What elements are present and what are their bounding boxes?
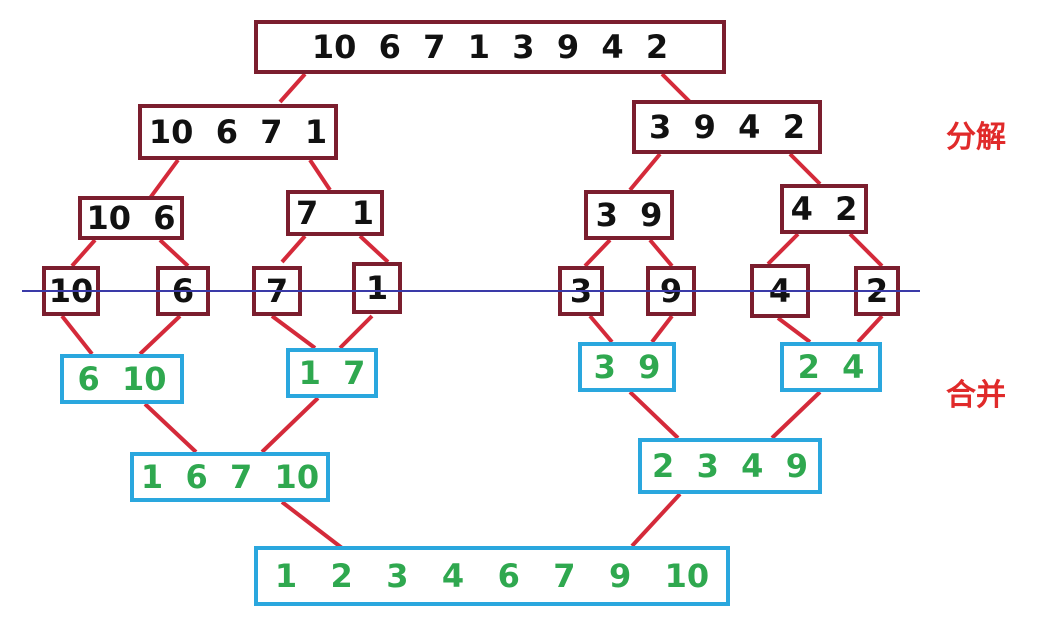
connector-line bbox=[278, 72, 307, 104]
split-box-level2-d: 4 2 bbox=[780, 184, 868, 234]
connector-line bbox=[138, 314, 182, 356]
connector-line bbox=[158, 238, 190, 268]
connector-line bbox=[856, 314, 884, 344]
connector-line bbox=[583, 238, 612, 268]
connector-line bbox=[630, 492, 682, 548]
split-box-level2-b: 7 1 bbox=[286, 190, 384, 236]
split-box-level2-c: 3 9 bbox=[584, 190, 674, 240]
connector-line bbox=[280, 500, 344, 550]
connector-line bbox=[766, 232, 800, 266]
connector-line bbox=[788, 152, 822, 186]
connector-line bbox=[650, 314, 674, 344]
connector-line bbox=[143, 402, 198, 454]
connector-line bbox=[776, 316, 812, 344]
merge-box-level1-c: 3 9 bbox=[578, 342, 676, 392]
connector-line bbox=[848, 232, 884, 268]
connector-line bbox=[358, 234, 390, 264]
connector-line bbox=[338, 314, 374, 350]
split-box-level2-a: 10 6 bbox=[78, 196, 184, 240]
merge-box-level1-a: 6 10 bbox=[60, 354, 184, 404]
split-box-level3-4: 1 bbox=[352, 262, 402, 314]
merge-box-level2-left: 1 6 7 10 bbox=[130, 452, 330, 502]
merge-box-level1-d: 2 4 bbox=[780, 342, 882, 392]
connector-line bbox=[660, 72, 692, 104]
connector-line bbox=[280, 234, 307, 264]
connector-line bbox=[60, 314, 94, 356]
split-label: 分解 bbox=[946, 120, 1006, 155]
connector-line bbox=[648, 238, 674, 268]
connector-line bbox=[260, 396, 320, 454]
connector-line bbox=[628, 390, 680, 440]
split-box-level1-left: 10 6 7 1 bbox=[138, 104, 338, 160]
connector-line bbox=[588, 314, 614, 344]
connector-line bbox=[308, 158, 332, 192]
connector-line bbox=[628, 152, 662, 192]
connector-line bbox=[148, 158, 180, 200]
merge-label: 合并 bbox=[946, 378, 1006, 413]
connector-line bbox=[70, 238, 97, 268]
split-box-level1-right: 3 9 4 2 bbox=[632, 100, 822, 154]
merge-box-level2-right: 2 3 4 9 bbox=[638, 438, 822, 494]
merge-box-level3: 1 2 3 4 6 7 9 10 bbox=[254, 546, 730, 606]
connector-line bbox=[270, 314, 317, 350]
split-box-level0: 10 6 7 1 3 9 4 2 bbox=[254, 20, 726, 74]
connector-line bbox=[770, 390, 822, 440]
merge-box-level1-b: 1 7 bbox=[286, 348, 378, 398]
